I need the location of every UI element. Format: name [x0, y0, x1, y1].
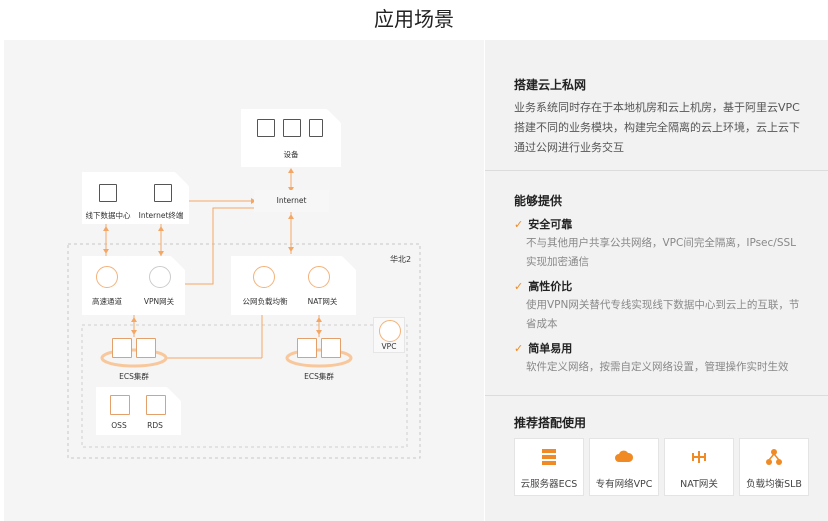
divider [485, 170, 828, 171]
product-label: 负载均衡SLB [746, 479, 802, 490]
scenario-description: 业务系统同时存在于本地机房和云上机房，基于阿里云VPC搭建不同的业务模块，构建完… [514, 101, 800, 154]
divider [485, 395, 828, 396]
feature-title: ✓安全可靠 [514, 218, 573, 231]
rds-icon [146, 395, 166, 415]
load-balancer-icon [766, 449, 782, 465]
monitor-icon [257, 119, 275, 137]
phone-icon [309, 119, 323, 137]
architecture-diagram: 设备 Internet 线下数据中心 Internet终端 华北2 高速通道 V… [4, 40, 484, 521]
product-card-vpc[interactable]: 专有网络VPC [589, 438, 659, 496]
oss-icon [110, 395, 130, 415]
datacenter-icon [99, 184, 117, 202]
product-label: NAT网关 [680, 479, 718, 490]
feature-description: 使用VPN网关替代专线实现线下数据中心到云上的互联，节省成本 [526, 299, 800, 330]
scenario-title: 搭建云上私网 [514, 78, 587, 92]
devices-label: 设备 [283, 150, 299, 159]
server-icon [112, 338, 132, 358]
rds-label: RDS [147, 421, 163, 430]
server-icon [542, 449, 556, 465]
nat-label: NAT网关 [307, 297, 338, 306]
high-speed-channel-icon [96, 266, 118, 288]
on-premises-box: 线下数据中心 Internet终端 [82, 172, 189, 224]
vpn-gateway-icon [149, 266, 171, 288]
devices-box: 设备 [241, 109, 341, 167]
product-label: 云服务器ECS [520, 479, 578, 490]
ecs-cluster-left [110, 336, 158, 364]
check-icon: ✓ [514, 280, 524, 293]
vpc-node: VPC [374, 318, 404, 352]
server-icon [136, 338, 156, 358]
product-label: 专有网络VPC [595, 479, 653, 490]
cloud-icon [379, 320, 401, 342]
internet-node: Internet [254, 190, 329, 212]
region-label: 华北2 [390, 255, 412, 264]
server-icon [297, 338, 317, 358]
check-icon: ✓ [514, 342, 524, 355]
feature-title: ✓简单易用 [514, 342, 573, 355]
page-title: 应用场景 [374, 7, 454, 31]
product-card-slb[interactable]: 负载均衡SLB [739, 438, 809, 496]
vpn-gateway-label: VPN网关 [143, 297, 175, 306]
laptop-icon [283, 119, 301, 137]
product-card-nat[interactable]: NAT网关 [664, 438, 734, 496]
nat-icon [692, 451, 706, 463]
slb-label: 公网负载均衡 [242, 297, 288, 306]
high-speed-label: 高速通道 [92, 297, 122, 306]
server-icon [321, 338, 341, 358]
vpc-label: VPC [381, 342, 397, 351]
scenario-info-panel: 搭建云上私网 业务系统同时存在于本地机房和云上机房，基于阿里云VPC搭建不同的业… [485, 40, 828, 521]
capabilities-title: 能够提供 [514, 194, 563, 208]
oss-label: OSS [111, 421, 127, 430]
gateway-box: 高速通道 VPN网关 [82, 256, 185, 315]
product-card-ecs[interactable]: 云服务器ECS [514, 438, 584, 496]
offline-dc-label: 线下数据中心 [85, 211, 131, 220]
nat-icon [308, 266, 330, 288]
check-icon: ✓ [514, 218, 524, 231]
diagram-connectors [67, 168, 421, 459]
recommend-title: 推荐搭配使用 [514, 416, 587, 430]
internet-label: Internet [276, 196, 307, 205]
feature-title: ✓高性价比 [514, 280, 573, 293]
internet-terminal-label: Internet终端 [138, 211, 184, 220]
storage-box: OSS RDS [96, 387, 181, 435]
feature-description: 不与其他用户共享公共网络，VPC间完全隔离，IPsec/SSL实现加密通信 [526, 237, 797, 268]
cloud-icon [615, 450, 634, 462]
terminal-icon [154, 184, 172, 202]
ecs-cluster-right-label: ECS集群 [304, 372, 334, 381]
load-balancer-icon [253, 266, 275, 288]
feature-description: 软件定义网络，按需自定义网络设置，管理操作实时生效 [526, 361, 789, 373]
ecs-cluster-right [295, 336, 343, 364]
public-services-box: 公网负载均衡 NAT网关 [231, 256, 356, 315]
ecs-cluster-left-label: ECS集群 [119, 372, 149, 381]
